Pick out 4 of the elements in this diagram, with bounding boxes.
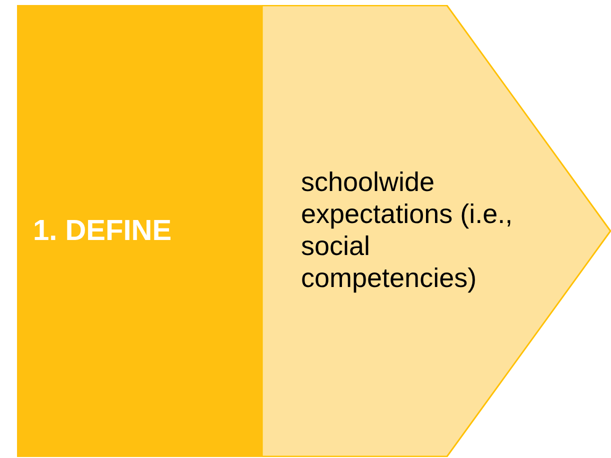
step-title: 1. DEFINE bbox=[33, 214, 172, 249]
chevron-shape bbox=[262, 5, 611, 457]
step-box bbox=[17, 5, 262, 457]
step-description: schoolwide expectations (i.e., social competencies) bbox=[301, 167, 514, 295]
